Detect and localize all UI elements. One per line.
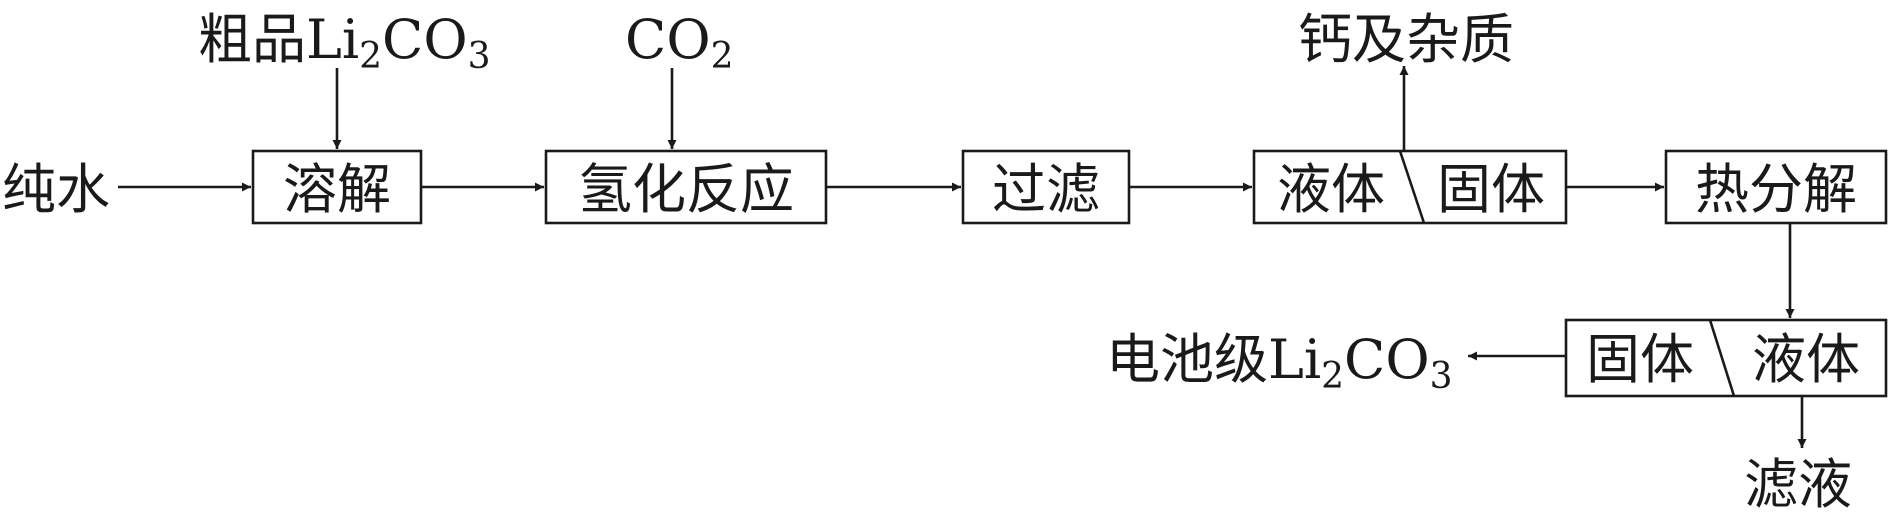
pure-water-label: 纯水 xyxy=(2,158,110,221)
dissolve-step: 溶解 xyxy=(251,149,423,225)
separation1-solid-label: 固体 xyxy=(1437,158,1545,221)
hydrogenation-label: 氢化反应 xyxy=(578,158,794,221)
separation1-liquid-label: 液体 xyxy=(1277,158,1385,221)
dissolve-label: 溶解 xyxy=(283,158,391,221)
filtrate-label: 滤液 xyxy=(1744,453,1852,516)
separation-box-1: 液体 固体 xyxy=(1252,149,1568,225)
co2-label: CO2 xyxy=(625,8,734,77)
separation-box-2: 固体 液体 xyxy=(1564,318,1888,398)
crude-li2co3-label: 粗品Li2CO3 xyxy=(198,8,491,77)
separation2-liquid-label: 液体 xyxy=(1752,328,1860,391)
filter-step: 过滤 xyxy=(961,149,1131,225)
thermal-decomposition-label: 热分解 xyxy=(1695,158,1857,221)
thermal-decomposition-step: 热分解 xyxy=(1664,149,1888,225)
impurities-label: 钙及杂质 xyxy=(1298,8,1514,71)
hydrogenation-step: 氢化反应 xyxy=(544,149,828,225)
filter-label: 过滤 xyxy=(992,158,1100,221)
separation2-solid-label: 固体 xyxy=(1586,328,1694,391)
battery-li2co3-label: 电池级Li2CO3 xyxy=(1106,328,1453,397)
